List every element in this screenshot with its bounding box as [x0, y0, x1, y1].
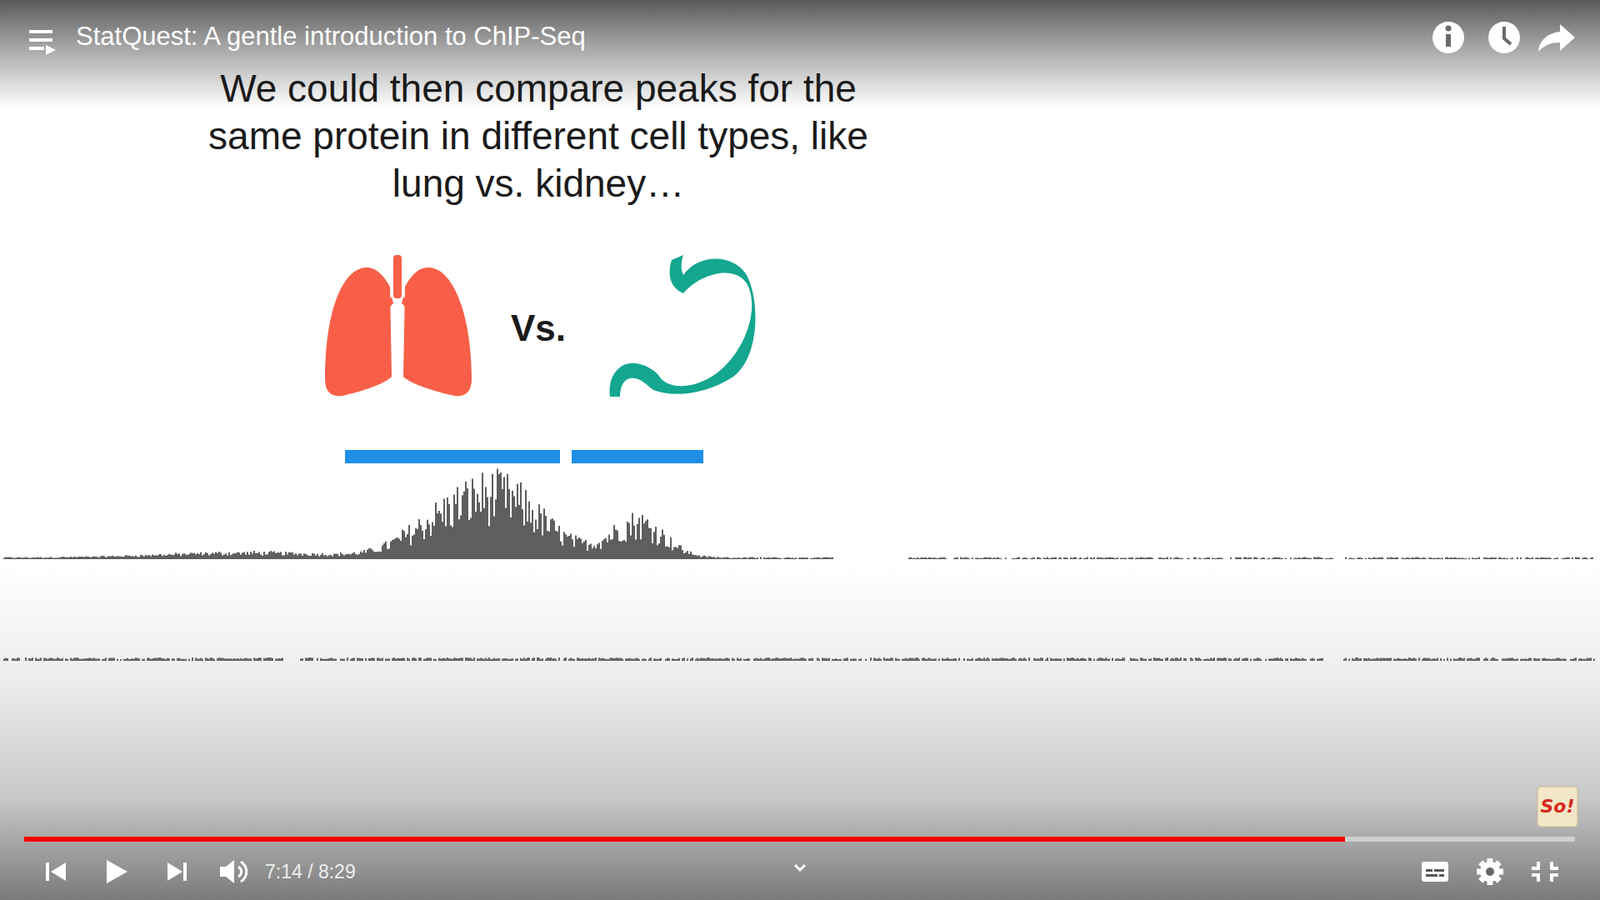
progress-played	[24, 836, 1345, 842]
playlist-icon	[29, 30, 56, 55]
peak-bar	[345, 450, 560, 464]
player-controls	[45, 858, 1559, 885]
stomach-icon	[610, 255, 756, 397]
watch-later-icon	[1488, 21, 1520, 54]
slide-text: We could then compare peaks for the same…	[205, 65, 872, 208]
peak-bar	[571, 450, 704, 464]
channel-watermark	[1537, 786, 1578, 827]
read-coverage-track	[4, 469, 1593, 560]
channel-logo-text: So!	[1537, 790, 1578, 824]
lung-icon	[325, 255, 472, 396]
time-display: 7:14 / 8:29	[265, 860, 356, 883]
bottom-shade	[0, 566, 1600, 900]
info-icon	[1432, 21, 1465, 54]
share-icon	[1538, 24, 1575, 52]
video-title: StatQuest: A gentle introduction to ChIP…	[75, 21, 586, 52]
versus-label: Vs.	[500, 306, 577, 350]
read-coverage-track	[4, 657, 1595, 661]
progress-track	[24, 836, 1575, 842]
